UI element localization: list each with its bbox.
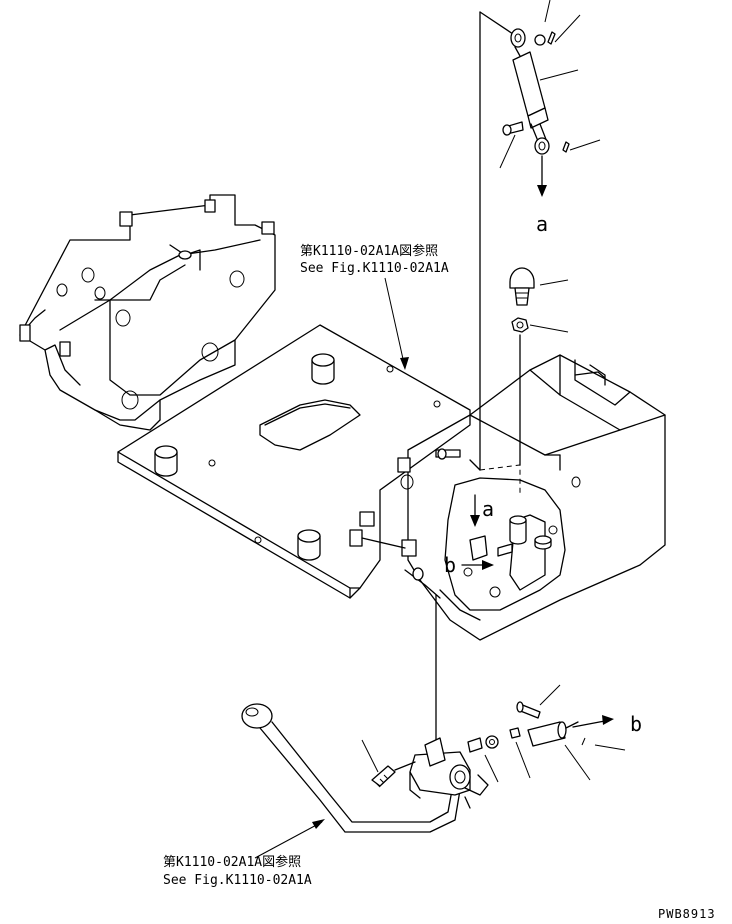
lever-assembly: [241, 684, 626, 833]
lever-knob: [241, 703, 273, 729]
cotter-pin-lower: [562, 141, 570, 153]
reference-note-bottom-ja: 第K1110-02A1A図参照: [163, 854, 301, 870]
reference-note-top-en: See Fig.K1110-02A1A: [300, 261, 449, 276]
callout-a-arrow: a: [536, 212, 548, 236]
arrow-right-b: [602, 715, 614, 725]
reference-note-top-ja: 第K1110-02A1A図参照: [300, 243, 438, 259]
clevis-pin: [502, 121, 524, 136]
floor-boss-3: [297, 529, 321, 561]
reference-note-bottom-en: See Fig.K1110-02A1A: [163, 873, 312, 888]
floor-boss-1: [154, 445, 178, 477]
gas-spring-assembly: [469, 0, 601, 471]
detail-arrows: [461, 494, 494, 570]
console-lever-bracket: [509, 514, 552, 591]
gas-spring-cylinder: [512, 51, 549, 147]
nut: [511, 317, 529, 333]
gas-spring-top-end: [510, 28, 526, 57]
reference-leaders: [254, 277, 409, 859]
callout-b-arrow: b: [630, 712, 642, 736]
cotter-pin: [547, 31, 556, 45]
callout-b-detail: b: [444, 553, 456, 577]
floor-boss-2: [311, 353, 335, 385]
drawing-code: PWB8913: [658, 907, 716, 921]
arrow-down-a: [537, 185, 547, 197]
console-box: [349, 354, 666, 641]
knob-assembly: [479, 267, 569, 495]
cable-end-clevis: [467, 735, 499, 753]
bottom-cylinder: [527, 721, 579, 747]
small-nut: [509, 727, 521, 739]
callout-a-detail: a: [482, 497, 494, 521]
bottom-bolt: [516, 701, 541, 719]
floor-plate: [117, 324, 471, 599]
upper-bracket-frame: [19, 194, 276, 431]
washer: [534, 34, 546, 46]
gas-spring-bottom-end: [534, 137, 550, 155]
spring-bolt: [371, 761, 416, 788]
console-clip: [469, 535, 513, 561]
